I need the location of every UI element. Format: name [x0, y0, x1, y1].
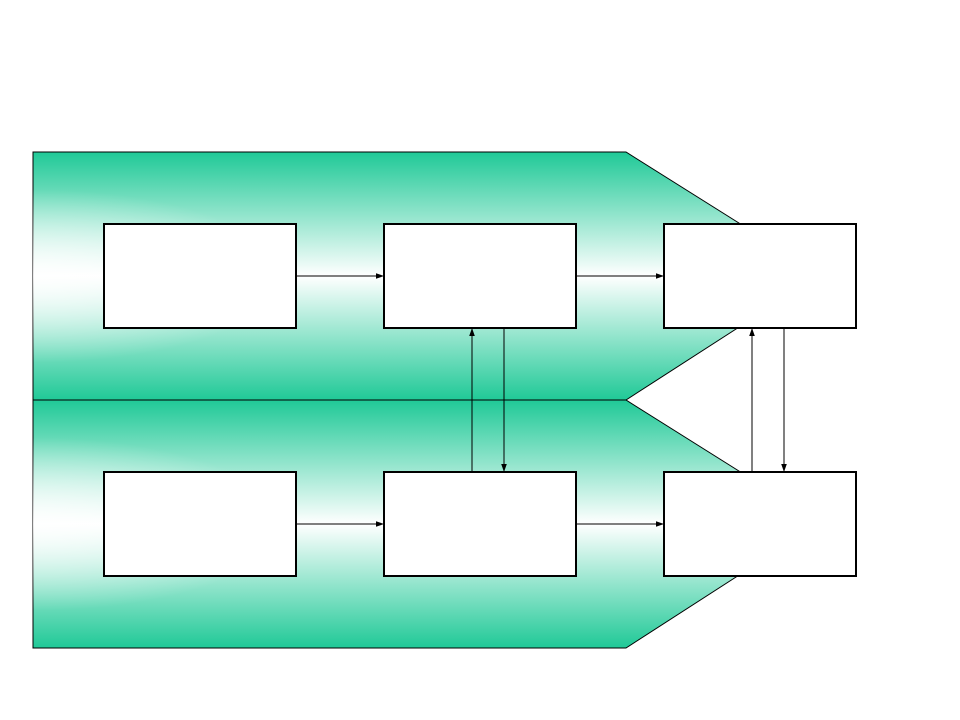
box-top-right-rect	[663, 223, 857, 329]
connectors-layer	[296, 273, 787, 527]
box-bottom-right-rect	[663, 471, 857, 577]
box-top-middle	[383, 223, 577, 329]
box-bottom-middle	[383, 471, 577, 577]
box-bottom-middle-rect	[383, 471, 577, 577]
box-bottom-left	[103, 471, 297, 577]
box-bottom-right	[663, 471, 857, 577]
box-top-middle-rect	[383, 223, 577, 329]
box-top-left	[103, 223, 297, 329]
box-top-left-rect	[103, 223, 297, 329]
box-bottom-left-rect	[103, 471, 297, 577]
boxes-layer	[103, 223, 857, 577]
box-top-right	[663, 223, 857, 329]
